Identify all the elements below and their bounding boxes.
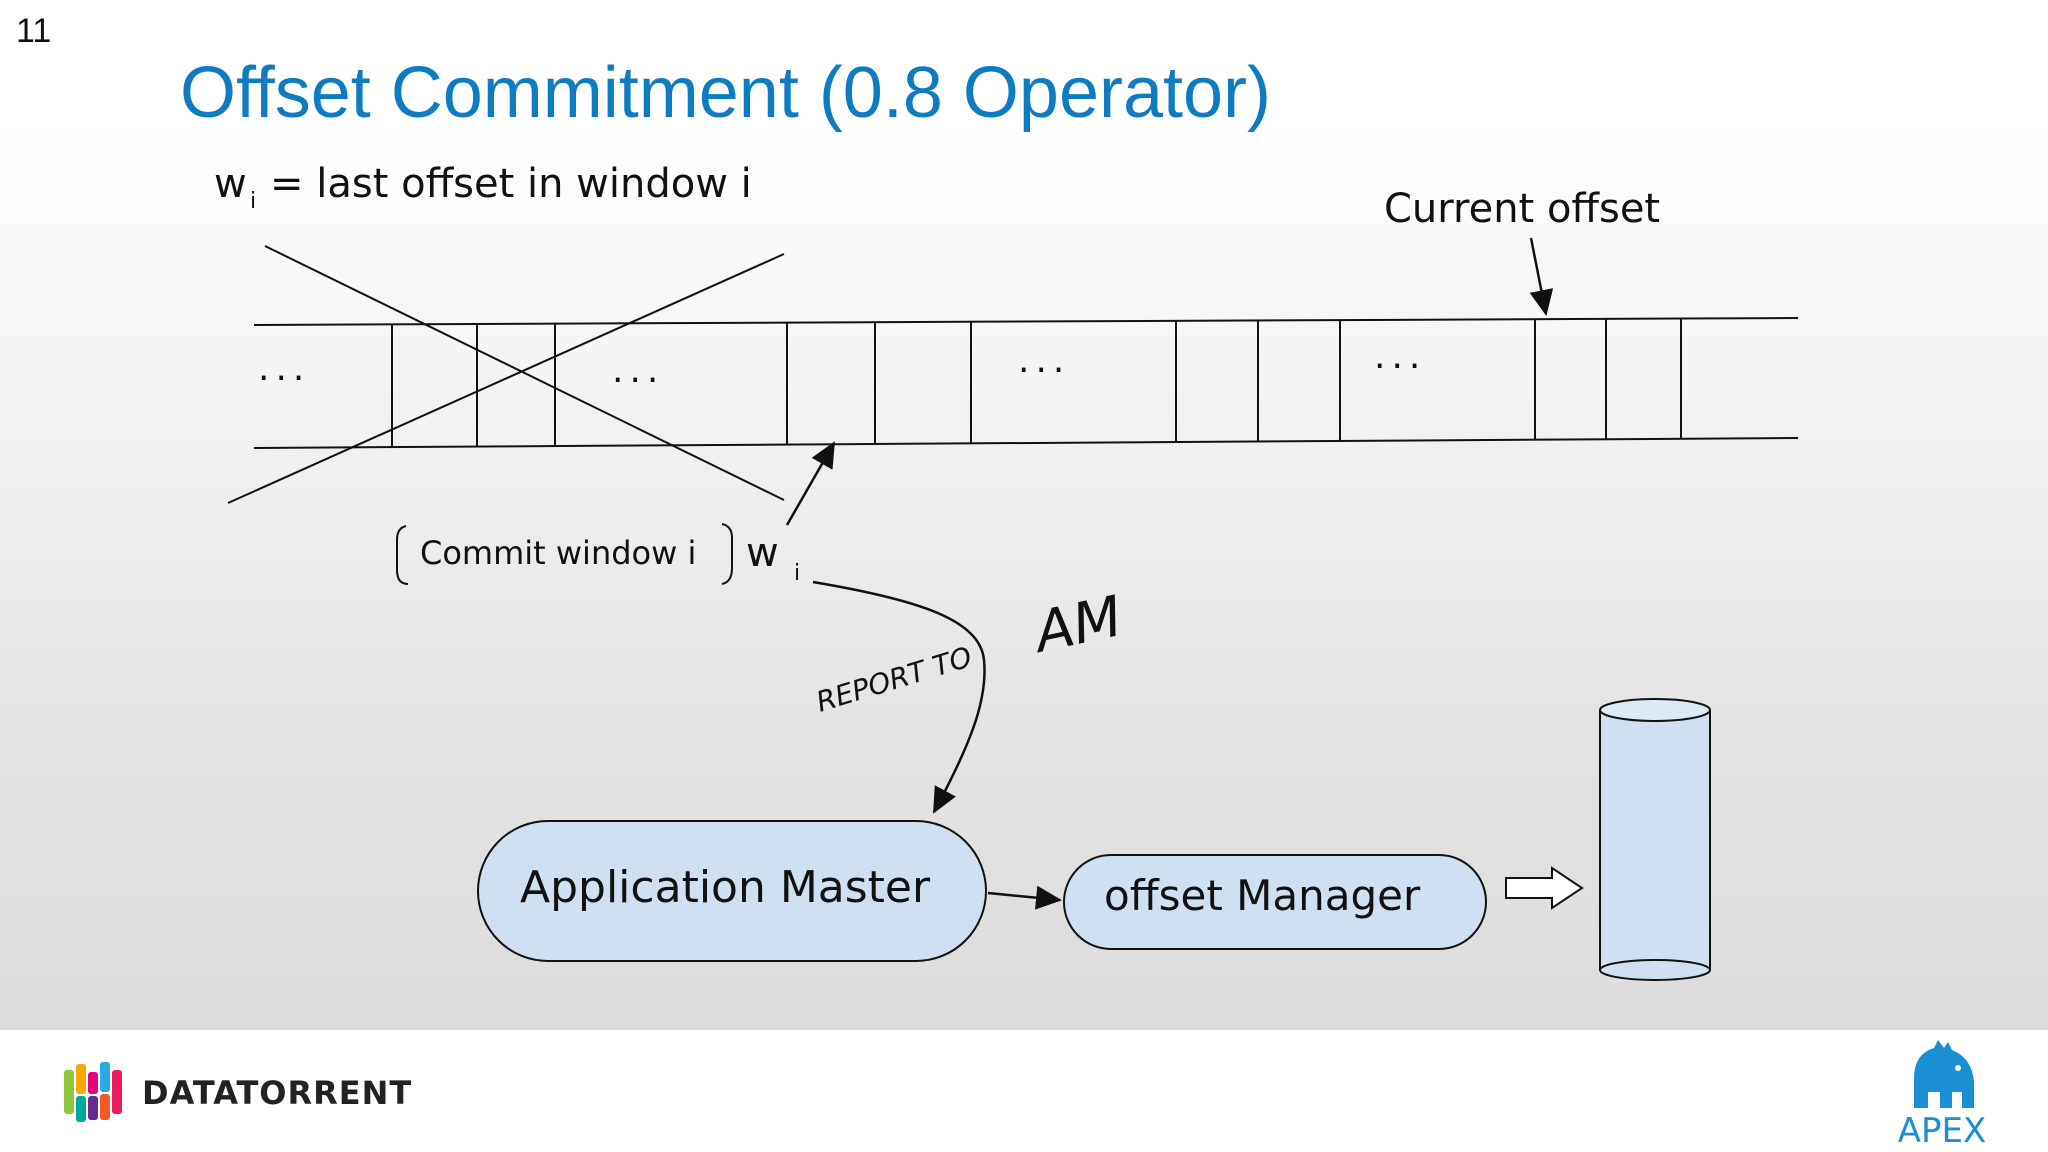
report-target: AM	[1026, 584, 1127, 666]
ellipsis-1: ...	[258, 348, 310, 389]
commit-arrow	[785, 441, 836, 526]
cross-out-line-2	[227, 253, 785, 504]
current-offset-label: Current offset	[1384, 186, 1660, 232]
commit-right-bracket	[721, 523, 733, 585]
report-label: REPORT TO	[812, 640, 975, 719]
commit-var: w	[746, 530, 779, 576]
storage-cylinder	[1599, 698, 1711, 981]
datatorrent-logo: DATATORRENT	[62, 1060, 412, 1126]
ellipsis-3: ...	[1018, 340, 1070, 381]
definition-subscript: i	[250, 189, 256, 214]
slide-title: Offset Commitment (0.8 Operator)	[180, 53, 1272, 133]
strip-top-edge	[253, 317, 1799, 326]
report-to-am-arrow	[812, 580, 986, 814]
offset-diagram: w i = last offset in window i Current of…	[214, 161, 1799, 981]
offset-manager-label: offset Manager	[1104, 871, 1421, 920]
cross-out-line-1	[264, 245, 785, 501]
application-master-node	[477, 820, 987, 962]
definition-text: = last offset in window i	[270, 161, 752, 207]
application-master-label: Application Master	[520, 862, 931, 913]
commit-subscript: i	[794, 561, 800, 586]
strip-bottom-edge	[253, 437, 1799, 449]
definition-var: w	[214, 161, 247, 207]
datatorrent-mark-icon	[64, 1062, 122, 1122]
slide-number: 11	[16, 12, 52, 50]
ellipsis-4: ...	[1374, 336, 1426, 377]
commit-window-label: Commit window i	[420, 534, 696, 572]
apex-mascot-icon	[1914, 1040, 1974, 1108]
apex-logo: APEX	[1896, 1038, 1988, 1151]
ellipsis-2: ...	[612, 350, 664, 391]
current-offset-arrow	[1529, 237, 1554, 316]
store-arrow	[1505, 866, 1584, 910]
footer-bar	[0, 1030, 2048, 1152]
offset-manager-node	[1063, 854, 1487, 950]
am-to-offset-manager-arrow	[987, 885, 1062, 910]
datatorrent-name: DATATORRENT	[142, 1074, 413, 1112]
window-dividers	[391, 318, 1682, 447]
apex-name: APEX	[1897, 1111, 1987, 1151]
commit-left-bracket	[396, 525, 409, 585]
